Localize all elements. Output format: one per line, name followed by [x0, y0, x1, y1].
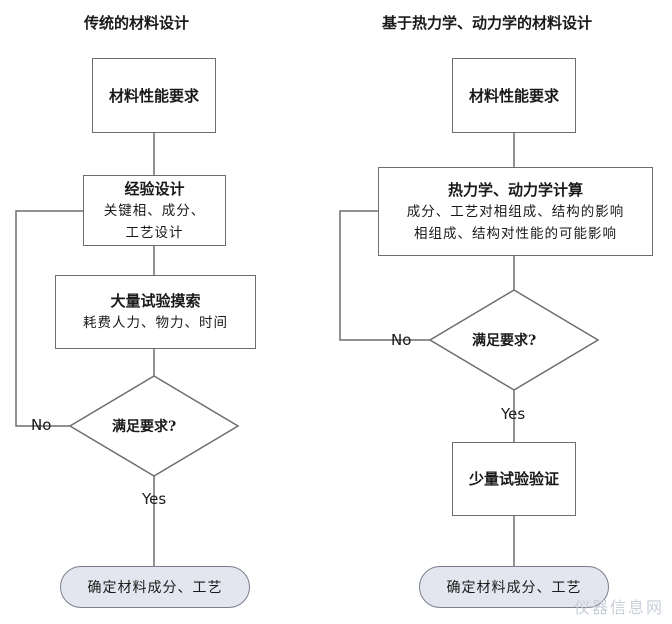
left-final-terminator: 确定材料成分、工艺 — [60, 566, 250, 608]
left-requirement-label: 材料性能要求 — [108, 86, 199, 105]
right-requirement-box: 材料性能要求 — [452, 58, 576, 133]
right-no-label: No — [391, 331, 412, 349]
left-decision-label: 满足要求? — [112, 419, 177, 435]
right-final-label: 确定材料成分、工艺 — [446, 580, 582, 596]
left-experience-line2: 工艺设计 — [125, 224, 184, 241]
right-no-loop — [339, 210, 430, 341]
right-calculation-line2: 相组成、结构对性能的可能影响 — [414, 225, 617, 242]
left-trial-title: 大量试验摸索 — [110, 292, 201, 310]
right-requirement-label: 材料性能要求 — [468, 86, 559, 105]
right-calculation-box: 热力学、动力学计算 成分、工艺对相组成、结构的影响 相组成、结构对性能的可能影响 — [378, 167, 653, 256]
right-calculation-title: 热力学、动力学计算 — [447, 180, 583, 199]
right-verify-box: 少量试验验证 — [452, 442, 576, 516]
right-decision-label: 满足要求? — [472, 333, 537, 349]
left-chart-title: 传统的材料设计 — [84, 14, 190, 32]
left-trial-subtitle: 耗费人力、物力、时间 — [83, 315, 228, 331]
left-experience-title: 经验设计 — [124, 179, 185, 198]
right-calculation-line1: 成分、工艺对相组成、结构的影响 — [406, 203, 625, 220]
left-requirement-box: 材料性能要求 — [92, 58, 216, 133]
right-final-terminator: 确定材料成分、工艺 — [419, 566, 609, 608]
right-decision-diamond — [428, 289, 600, 391]
left-decision-diamond — [68, 375, 240, 477]
left-yes-label: Yes — [142, 490, 167, 508]
watermark: 仪器信息网 — [573, 598, 664, 617]
left-no-label: No — [31, 416, 52, 434]
left-experience-line1: 关键相、成分、 — [103, 202, 206, 219]
left-experience-box: 经验设计 关键相、成分、 工艺设计 — [83, 175, 226, 246]
right-chart-title: 基于热力学、动力学的材料设计 — [382, 14, 593, 32]
left-trial-box: 大量试验摸索 耗费人力、物力、时间 — [55, 275, 256, 349]
left-no-loop — [15, 210, 83, 427]
right-yes-label: Yes — [501, 405, 526, 423]
right-verify-label: 少量试验验证 — [468, 470, 559, 488]
left-final-label: 确定材料成分、工艺 — [87, 580, 223, 596]
